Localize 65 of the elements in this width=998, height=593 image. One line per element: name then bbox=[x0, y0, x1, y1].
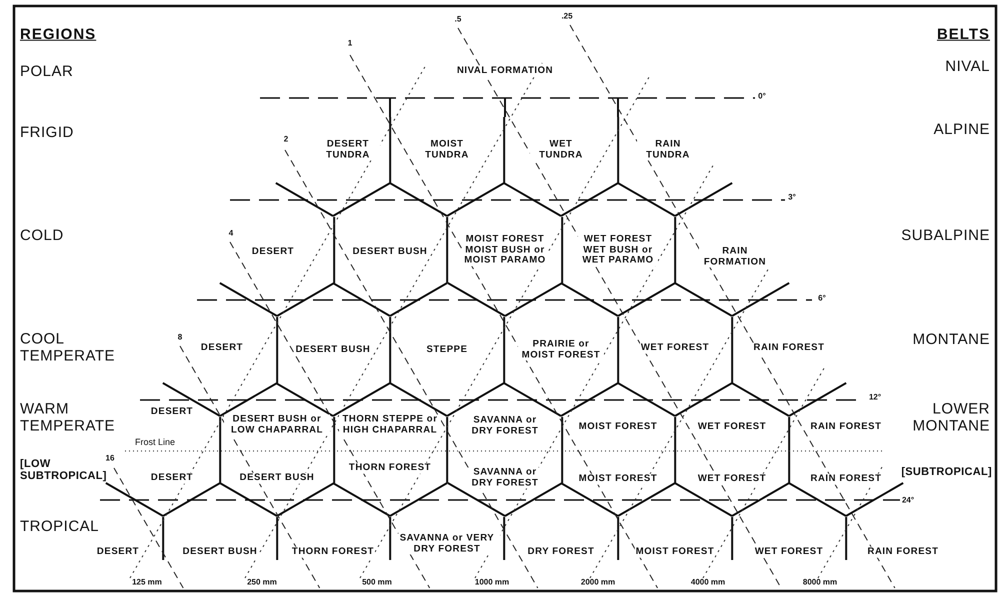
ratio-value: .5 bbox=[454, 16, 462, 24]
life-zone-label: THORN STEPPE or HIGH CHAPARRAL bbox=[339, 414, 441, 436]
precipitation-value: 2000 mm bbox=[580, 578, 616, 588]
temperature-value: 0° bbox=[758, 92, 766, 102]
precipitation-value: 125 mm bbox=[132, 578, 162, 588]
life-zone-label: MOIST FOREST bbox=[578, 474, 658, 484]
life-zone-label: DESERT bbox=[150, 472, 194, 484]
ratio-value: .25 bbox=[561, 12, 573, 22]
region-label: COOL TEMPERATE bbox=[20, 332, 116, 364]
life-zone-label: RAIN FOREST bbox=[810, 422, 882, 432]
ratio-value: 4 bbox=[228, 230, 234, 238]
region-label: TROPICAL bbox=[20, 518, 100, 536]
life-zone-label: NIVAL FORMATION bbox=[456, 66, 554, 76]
life-zone-label: MOIST FOREST bbox=[578, 422, 658, 432]
precipitation-value: 250 mm bbox=[247, 578, 277, 588]
column-heading: REGIONS bbox=[20, 26, 96, 44]
temperature-value: 3° bbox=[788, 194, 796, 202]
life-zone-label: STEPPE bbox=[425, 344, 469, 356]
life-zone-label: DESERT bbox=[200, 342, 244, 354]
region-label: POLAR bbox=[20, 64, 74, 80]
ratio-value: 16 bbox=[106, 454, 114, 464]
ratio-value: 2 bbox=[284, 136, 288, 144]
life-zone-label: MOIST FOREST bbox=[634, 546, 716, 558]
life-zone-label: DESERT BUSH bbox=[182, 546, 258, 558]
belt-label: LOWER MONTANE bbox=[912, 402, 990, 434]
ratio-value: 8 bbox=[178, 334, 182, 342]
belt-label: MONTANE bbox=[912, 332, 990, 348]
life-zone-label: RAIN FOREST bbox=[752, 342, 826, 354]
life-zone-label: RAIN FOREST bbox=[810, 474, 882, 484]
life-zone-label: DESERT bbox=[150, 406, 194, 418]
precipitation-value: 8000 mm bbox=[802, 578, 838, 588]
life-zone-label: MOIST FOREST MOIST BUSH or MOIST PARAMO bbox=[462, 234, 548, 266]
life-zone-label: DESERT BUSH bbox=[352, 246, 428, 258]
precipitation-value: 1000 mm bbox=[474, 578, 510, 588]
life-zone-label: DESERT BUSH bbox=[238, 472, 316, 484]
belt-label: ALPINE bbox=[934, 122, 990, 138]
life-zone-label: DESERT BUSH bbox=[294, 344, 372, 356]
life-zone-label: THORN FOREST bbox=[290, 546, 376, 558]
temperature-value: 24° bbox=[902, 496, 914, 506]
precipitation-value: 500 mm bbox=[362, 578, 392, 588]
life-zone-label: WET FOREST bbox=[696, 474, 768, 484]
life-zone-label: RAIN FORMATION bbox=[699, 246, 771, 268]
temperature-value: 12° bbox=[868, 394, 882, 402]
region-label: COLD bbox=[20, 228, 64, 244]
life-zone-label: THORN FOREST bbox=[348, 462, 432, 474]
ratio-value: 1 bbox=[348, 40, 352, 48]
life-zone-label: PRAIRIE or MOIST FOREST bbox=[518, 340, 604, 360]
life-zone-label: WET FOREST bbox=[754, 546, 824, 558]
frost-line-label: Frost Line bbox=[134, 438, 176, 448]
belt-label: SUBALPINE bbox=[901, 228, 990, 244]
life-zone-label: WET FOREST WET BUSH or WET PARAMO bbox=[578, 234, 658, 266]
life-zone-label: RAIN FOREST bbox=[866, 546, 940, 558]
life-zone-label: DESERT bbox=[96, 546, 140, 558]
belt-label: NIVAL bbox=[945, 58, 990, 76]
life-zone-label: DRY FOREST bbox=[526, 546, 596, 558]
life-zone-label: WET FOREST bbox=[640, 342, 710, 354]
life-zone-label: WET FOREST bbox=[696, 422, 768, 432]
region-label: FRIGID bbox=[20, 124, 74, 142]
belt-label: [SUBTROPICAL] bbox=[901, 466, 992, 478]
column-heading: BELTS bbox=[936, 26, 990, 44]
region-label: WARM TEMPERATE bbox=[20, 402, 116, 434]
precipitation-value: 4000 mm bbox=[690, 578, 726, 588]
temperature-value: 6° bbox=[818, 294, 826, 304]
life-zone-label: DESERT BUSH or LOW CHAPARRAL bbox=[224, 414, 330, 436]
life-zone-label: DESERT bbox=[250, 246, 296, 258]
